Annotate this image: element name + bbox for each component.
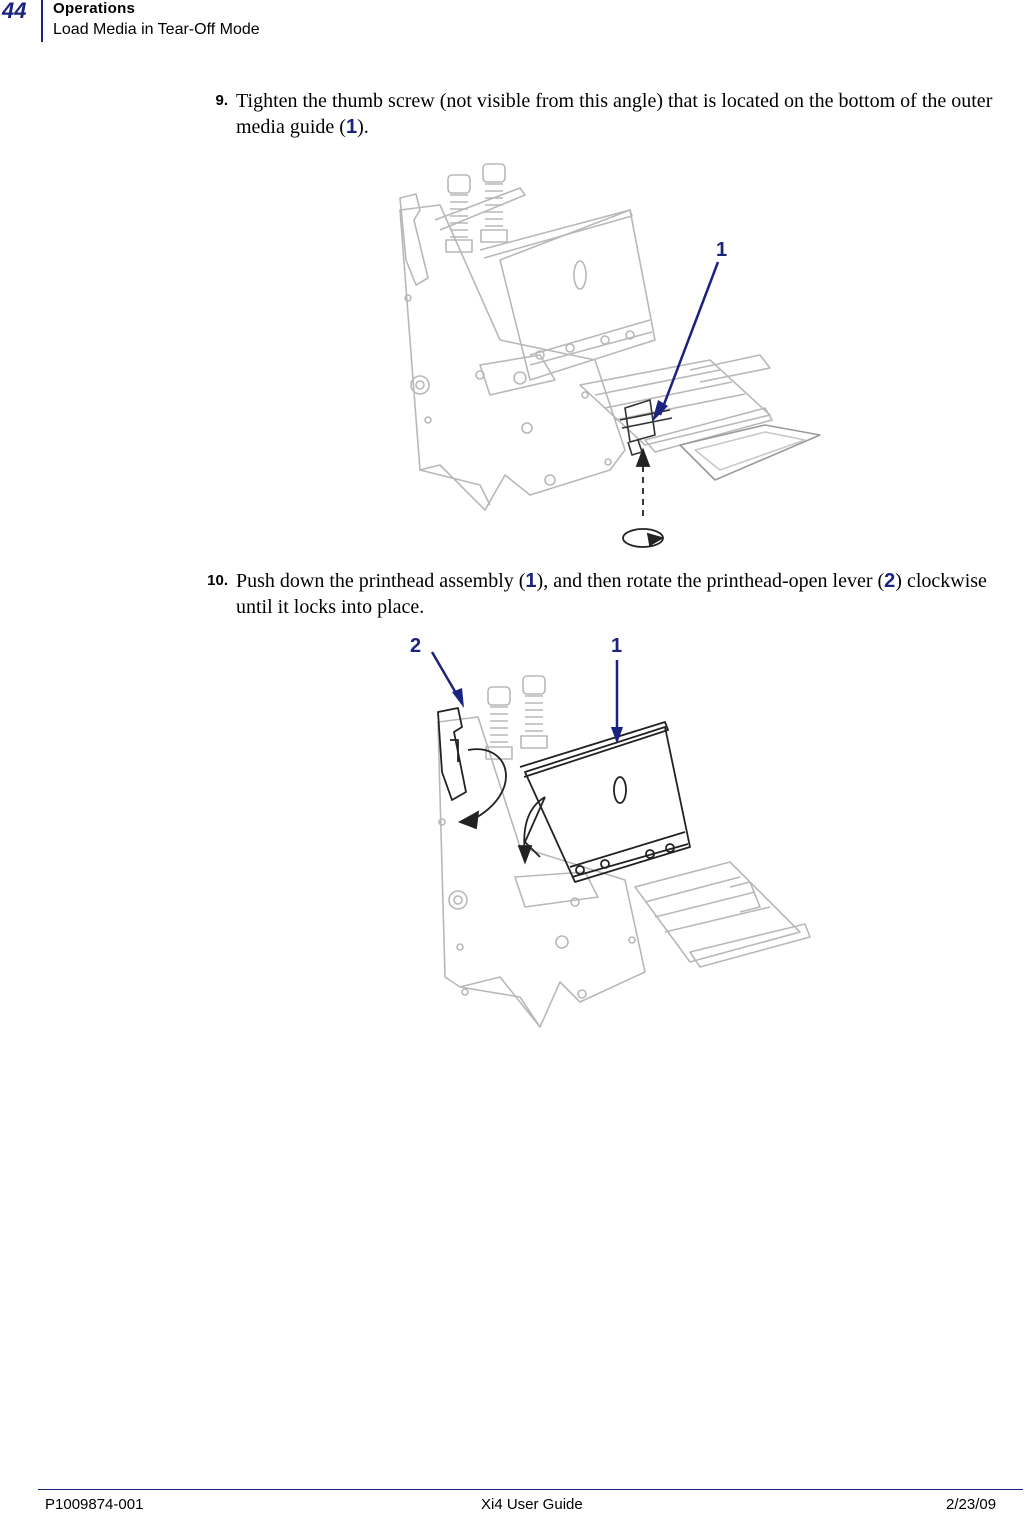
frame-bottom-edge — [459, 986, 541, 1028]
callout-1-leader — [658, 261, 720, 416]
header-divider — [41, 0, 43, 42]
chapter-title: Operations — [53, 0, 136, 17]
figure-media-guide: 1 — [399, 163, 821, 548]
pivot-bracket — [514, 871, 599, 908]
toggle-shaft — [434, 187, 526, 231]
step-text-part: ) clockwise until it locks into place. — [236, 570, 987, 618]
page-number: 44 — [2, 0, 27, 23]
step-text: Push down the printhead assembly (1), an… — [236, 568, 1021, 620]
lever-rotation-arrow — [457, 748, 507, 830]
step-number: 9. — [215, 92, 228, 109]
step-text-part: Push down the printhead assembly ( — [236, 570, 526, 592]
callout-1-label: 1 — [716, 239, 727, 261]
step-text-part: ), and then rotate the printhead-open le… — [536, 570, 885, 592]
media-tray — [634, 861, 801, 963]
callout-ref: 2 — [884, 570, 896, 592]
open-lever — [399, 193, 429, 286]
printhead-push-arrow — [517, 796, 546, 865]
step-text: Tighten the thumb screw (not visible fro… — [236, 88, 1021, 140]
printhead-plate — [499, 209, 656, 381]
callout-ref: 1 — [345, 116, 358, 138]
page-header: 44 Operations Load Media in Tear-Off Mod… — [0, 0, 1025, 44]
step-text-part: ). — [357, 116, 369, 138]
callout-ref: 1 — [525, 570, 537, 592]
printhead-top-bar — [479, 209, 633, 259]
roller-front — [689, 923, 811, 968]
roller-rear — [689, 354, 771, 383]
side-frame-plate — [437, 716, 646, 1028]
footer-guide-title: Xi4 User Guide — [481, 1496, 583, 1513]
thumbscrew-rotation-arrow — [622, 447, 665, 548]
spring-right — [480, 163, 508, 243]
footer-date: 2/23/09 — [946, 1496, 997, 1513]
figure-close-printhead: 2 1 — [410, 635, 811, 1028]
callout-2-label: 2 — [410, 635, 421, 657]
spring-left — [445, 174, 473, 253]
pivot-bracket — [479, 354, 556, 396]
footer-part-number: P1009874-001 — [45, 1496, 144, 1513]
open-lever — [437, 707, 467, 801]
printhead-plate — [519, 721, 691, 883]
outer-media-guide — [624, 399, 656, 443]
side-frame-plate — [399, 204, 626, 511]
step-number: 10. — [207, 572, 228, 589]
media-label — [679, 424, 821, 481]
callout-1-label: 1 — [611, 635, 622, 657]
step-text-part: Tighten the thumb screw (not visible fro… — [236, 90, 993, 138]
spring-left — [485, 686, 513, 760]
frame-bottom-edge — [419, 469, 491, 506]
spring-right — [520, 675, 548, 749]
footer-divider — [38, 1489, 1023, 1490]
section-title: Load Media in Tear-Off Mode — [53, 21, 260, 38]
roller-front — [644, 407, 773, 453]
